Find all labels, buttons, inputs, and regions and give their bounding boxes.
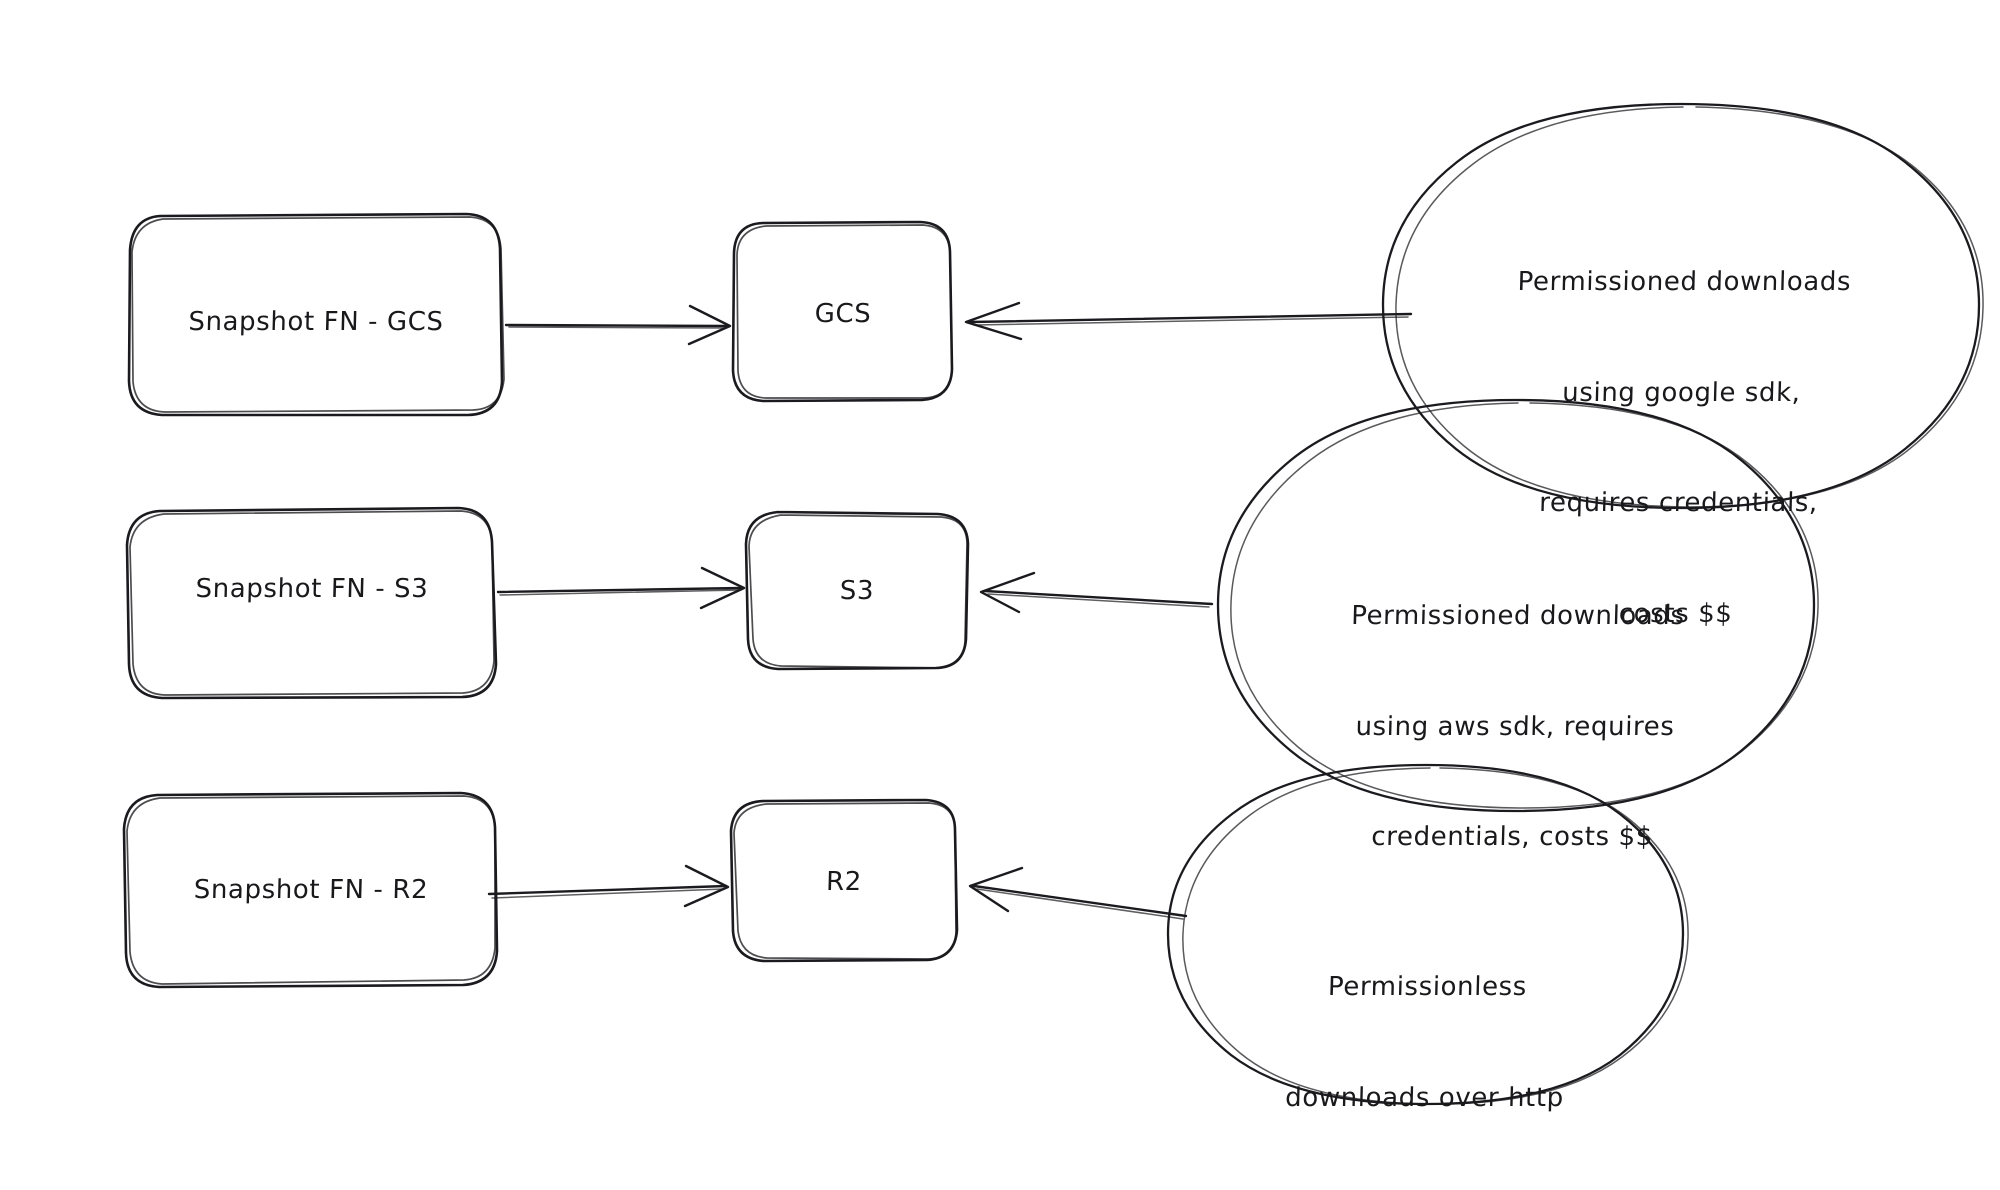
arrow-note-to-store-r2 xyxy=(968,866,1188,920)
store-node-s3-shape[interactable] xyxy=(744,510,970,671)
source-node-gcs-shape[interactable] xyxy=(127,212,505,417)
arrow-source-to-store-gcs xyxy=(504,304,732,346)
source-node-r2-shape[interactable] xyxy=(122,791,499,989)
store-node-gcs-shape[interactable] xyxy=(731,220,954,403)
note-ellipse-r2-shape[interactable] xyxy=(1166,763,1689,1106)
arrow-source-to-store-r2 xyxy=(487,864,730,908)
arrow-source-to-store-s3 xyxy=(496,566,746,610)
note-ellipse-gcs-shape[interactable] xyxy=(1381,102,1984,510)
note-ellipse-s3-shape[interactable] xyxy=(1216,398,1819,813)
arrow-note-to-store-s3 xyxy=(979,571,1214,614)
arrow-note-to-store-gcs xyxy=(964,301,1413,341)
store-node-r2-shape[interactable] xyxy=(729,798,959,963)
source-node-s3-shape[interactable] xyxy=(125,506,498,700)
